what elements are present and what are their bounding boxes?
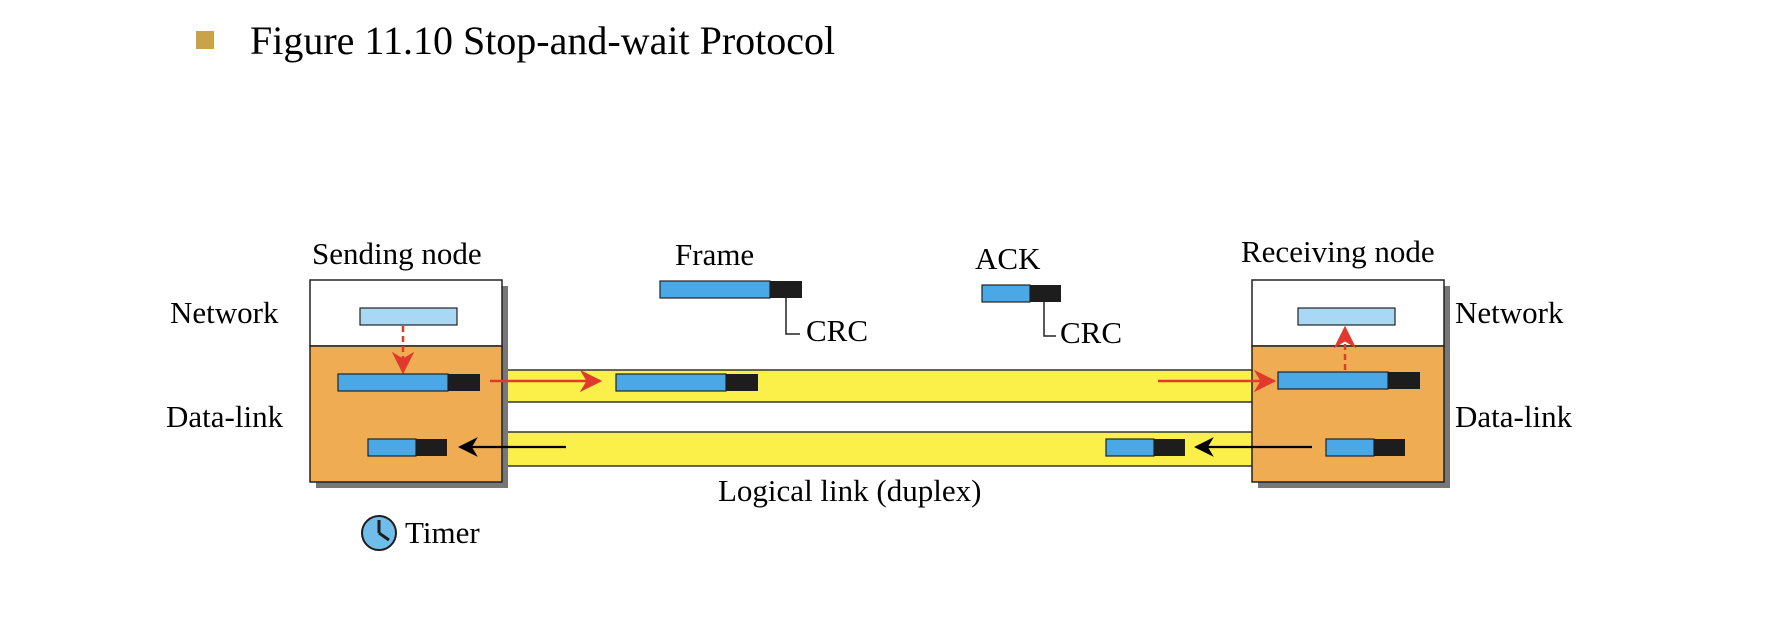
frame-label: Frame <box>675 237 754 272</box>
receiving-frame <box>1277 371 1420 390</box>
timer-icon <box>361 515 397 551</box>
title-row: Figure 11.10 Stop-and-wait Protocol <box>196 10 835 70</box>
sending-node <box>309 279 508 488</box>
sending-received-ack <box>367 438 447 457</box>
network-label-right: Network <box>1455 295 1564 330</box>
datalink-label-right: Data-link <box>1455 399 1573 434</box>
receiving-ack <box>1325 438 1405 457</box>
figure-title: Figure 11.10 Stop-and-wait Protocol <box>250 17 836 63</box>
sending-network-packet <box>359 307 458 326</box>
logical-link-label: Logical link (duplex) <box>718 473 981 508</box>
datalink-label-left: Data-link <box>166 399 284 434</box>
network-label-left: Network <box>170 295 279 330</box>
bullet-square <box>196 31 214 49</box>
timer-label: Timer <box>405 515 480 550</box>
frame-in-transit <box>615 373 758 392</box>
legend-frame <box>659 280 802 335</box>
receiving-node <box>1251 279 1450 488</box>
receiving-network-packet <box>1297 307 1396 326</box>
ack-crc-leader <box>1043 302 1056 337</box>
receiving-datalink-layer <box>1251 345 1445 483</box>
receiving-node-label: Receiving node <box>1241 234 1435 269</box>
frame-crc-leader <box>785 298 800 335</box>
sending-node-label: Sending node <box>312 236 482 271</box>
ack-crc-label: CRC <box>1060 315 1122 350</box>
sending-frame <box>337 373 480 392</box>
frame-crc-label: CRC <box>806 313 868 348</box>
ack-in-transit <box>1105 438 1185 457</box>
ack-label: ACK <box>975 241 1041 276</box>
sending-datalink-layer <box>309 345 503 483</box>
legend-ack <box>981 284 1061 337</box>
